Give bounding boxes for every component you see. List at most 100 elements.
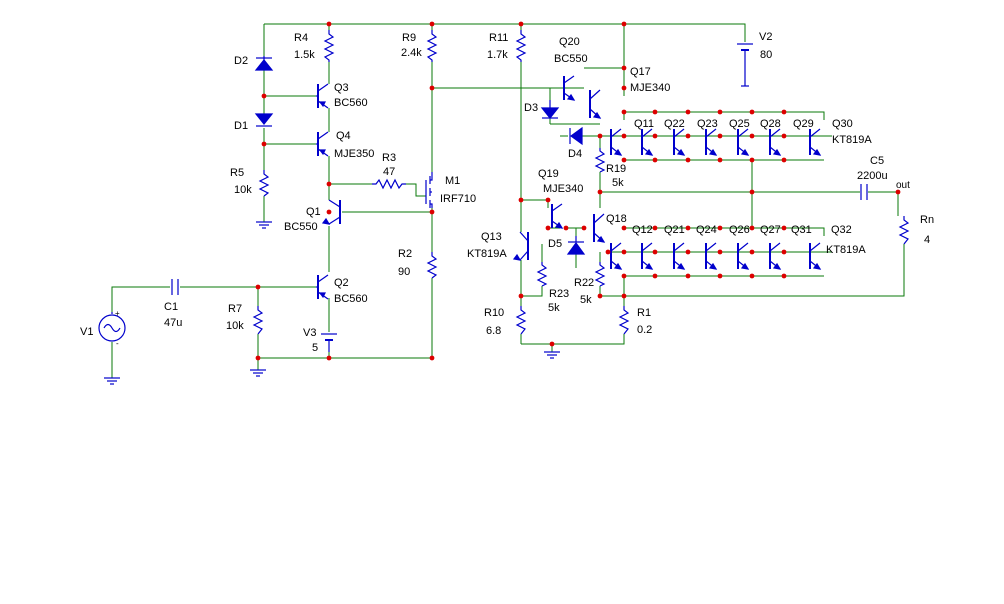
junction-dot [717, 273, 723, 279]
junction-dot [605, 249, 611, 255]
junction-dot [749, 157, 755, 163]
resistor-r5 [258, 170, 270, 197]
junction-dot [652, 133, 658, 139]
junction-dot [261, 93, 267, 99]
label-r10: R10 [484, 307, 504, 319]
ground-symbol [544, 351, 560, 359]
grounds [104, 221, 560, 385]
junction-dot [621, 21, 627, 27]
label-q22: Q22 [664, 118, 685, 130]
label-r22: R22 [574, 277, 594, 289]
transistor-q12 [610, 242, 623, 270]
label-q11: Q11 [634, 118, 654, 130]
resistor-r1 [618, 306, 630, 335]
resistor-rn [898, 216, 910, 245]
junction-dot [781, 273, 787, 279]
value-q4: MJE350 [334, 148, 374, 160]
junction-dot [581, 225, 587, 231]
label-q2: Q2 [334, 277, 349, 289]
label-r2: R2 [398, 248, 412, 260]
junction-dot [749, 225, 755, 231]
label-c1: C1 [164, 301, 178, 313]
label-r19: R19 [606, 163, 626, 175]
label-d2: D2 [234, 55, 248, 67]
transistor-q29 [769, 128, 782, 156]
junction-dot [781, 133, 787, 139]
transistor-q22 [641, 128, 654, 156]
label-q13: Q13 [481, 231, 502, 243]
junction-dot [429, 21, 435, 27]
junction-dot [545, 225, 551, 231]
value-q17: MJE340 [630, 82, 670, 94]
transistor-q26 [705, 242, 718, 270]
junctions [255, 21, 901, 361]
transistor-q28 [737, 128, 750, 156]
junction-dot [652, 225, 658, 231]
junction-dot [781, 225, 787, 231]
junction-dot [717, 109, 723, 115]
junction-dot [621, 225, 627, 231]
junction-dot [621, 273, 627, 279]
transistor-q3 [316, 83, 329, 109]
junction-dot [652, 109, 658, 115]
junction-dot [621, 157, 627, 163]
value-rn: 4 [924, 234, 930, 246]
junction-dot [781, 109, 787, 115]
resistor-r19 [594, 148, 606, 173]
label-r11: R11 [489, 32, 508, 44]
transistor-q20 [563, 75, 576, 101]
resistor-r11 [515, 30, 527, 62]
transistors [316, 75, 822, 300]
junction-dot [518, 293, 524, 299]
junction-dot [255, 355, 261, 361]
junction-dot [518, 197, 524, 203]
transistor-q23 [673, 128, 686, 156]
junction-dot [621, 65, 627, 71]
transistor-q32 [809, 242, 822, 270]
ground-symbol [256, 221, 272, 229]
label-q17: Q17 [630, 66, 651, 78]
resistor-r22 [594, 262, 606, 287]
junction-dot [597, 133, 603, 139]
plus-v1: + [115, 309, 120, 318]
transistor-q4 [316, 131, 329, 157]
label-q21: Q21 [664, 224, 685, 236]
transistor-q21 [641, 242, 654, 270]
label-q32: Q32 [831, 224, 852, 236]
junction-dot [895, 189, 901, 195]
junction-dot [717, 249, 723, 255]
transistor-q27 [737, 242, 750, 270]
junction-dot [749, 249, 755, 255]
value-r22: 5k [580, 294, 592, 306]
value-q20: BC550 [554, 53, 588, 65]
wires [111, 23, 905, 378]
label-v3: V3 [303, 327, 316, 339]
junction-dot [621, 249, 627, 255]
value-r7: 10k [226, 320, 244, 332]
ground-symbol [250, 369, 266, 377]
junction-dot [429, 209, 435, 215]
transistor-q17 [589, 89, 602, 119]
junction-dot [621, 85, 627, 91]
label-r1: R1 [637, 307, 651, 319]
wire [111, 286, 170, 312]
transistor-q1 [321, 199, 341, 225]
label-q12: Q12 [632, 224, 653, 236]
mosfet-m1 [425, 172, 433, 208]
value-v2: 80 [760, 49, 772, 61]
junction-dot [717, 157, 723, 163]
junction-dot [518, 21, 524, 27]
components [98, 30, 910, 352]
transistor-q30 [809, 128, 822, 156]
junction-dot [326, 181, 332, 187]
label-q29: Q29 [793, 118, 814, 130]
label-d5: D5 [548, 238, 562, 250]
junction-dot [717, 133, 723, 139]
transistor-q19 [551, 203, 564, 229]
transistor-q31 [769, 242, 782, 270]
label-q19: Q19 [538, 168, 559, 180]
junction-dot [549, 341, 555, 347]
source-v1 [98, 312, 126, 342]
junction-dot [781, 157, 787, 163]
